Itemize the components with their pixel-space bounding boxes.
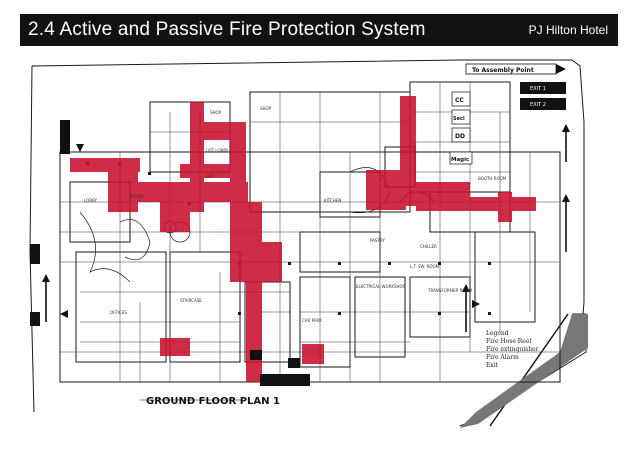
exit-box-text: EXIT 1 EXIT 2: [530, 86, 546, 108]
box-magic: Magic: [451, 157, 469, 163]
room-lift-lobby: LIFT LOBBY: [206, 148, 229, 153]
room-lobby: LOBBY: [84, 198, 98, 203]
fire-protection-zones: [70, 96, 536, 382]
room-electrical: ELECTRICAL WORKSHOP: [356, 284, 406, 289]
exit-top-right-2: [520, 98, 566, 110]
assembly-point-label: To Assembly Point: [472, 67, 534, 74]
fire-zone-central: [246, 202, 262, 382]
box-dd: DD: [455, 133, 465, 140]
exit-markers: [30, 82, 566, 386]
exit-left-marker: [60, 120, 70, 154]
room-booth: BOOTH ROOM: [478, 176, 507, 181]
header-bar: 2.4 Active and Passive Fire Protection S…: [20, 14, 618, 46]
exit-bottom-center: [260, 374, 310, 386]
floor-plan: EXIT 1 EXIT 2 To Assembly Point SHOP SHO…: [20, 52, 618, 430]
box-secl: Secl: [453, 116, 465, 122]
legend: Legend Fire Hose Reel Fire extinguisher …: [486, 330, 539, 370]
room-store: STORE: [130, 194, 144, 199]
svg-text:EXIT 1: EXIT 1: [530, 86, 546, 92]
room-offices: OFFICES: [110, 310, 127, 315]
room-kitchen: KITCHEN: [324, 198, 341, 203]
side-boxes: CC Secl DD Magic: [449, 91, 473, 165]
legend-item-exit: Exit: [486, 362, 499, 369]
room-lift: LIFT: [206, 174, 215, 179]
plan-title: GROUND FLOOR PLAN 1: [146, 396, 280, 407]
room-car-park: CAR PARK: [302, 318, 322, 323]
legend-item-fire-alarm: Fire Alarm: [486, 354, 519, 361]
room-pastry: PASTRY: [370, 238, 385, 243]
floor-plan-drawing: EXIT 1 EXIT 2 To Assembly Point SHOP SHO…: [20, 52, 618, 430]
svg-text:EXIT 2: EXIT 2: [530, 102, 546, 108]
room-lt-sw: L.T. SW. ROOM: [410, 264, 440, 269]
legend-title: Legend: [486, 330, 509, 337]
external-ramp: [460, 314, 588, 428]
room-shop: SHOP: [260, 106, 272, 111]
room-staircase: STAIRCASE: [180, 298, 202, 303]
legend-item-fire-extinguisher: Fire extinguisher: [486, 346, 539, 353]
room-transformer: TRANSFORMER ROOM: [427, 288, 473, 293]
direction-arrows: [45, 132, 567, 332]
legend-item-fire-hose-reel: Fire Hose Reel: [486, 338, 532, 345]
box-cc: CC: [455, 97, 464, 104]
slide-title: 2.4 Active and Passive Fire Protection S…: [28, 19, 426, 40]
room-shop-2: SHOP: [210, 110, 222, 115]
room-chiller: CHILLER: [420, 244, 437, 249]
slide-subtitle: PJ Hilton Hotel: [528, 23, 608, 37]
exit-top-right-1: [520, 82, 566, 94]
